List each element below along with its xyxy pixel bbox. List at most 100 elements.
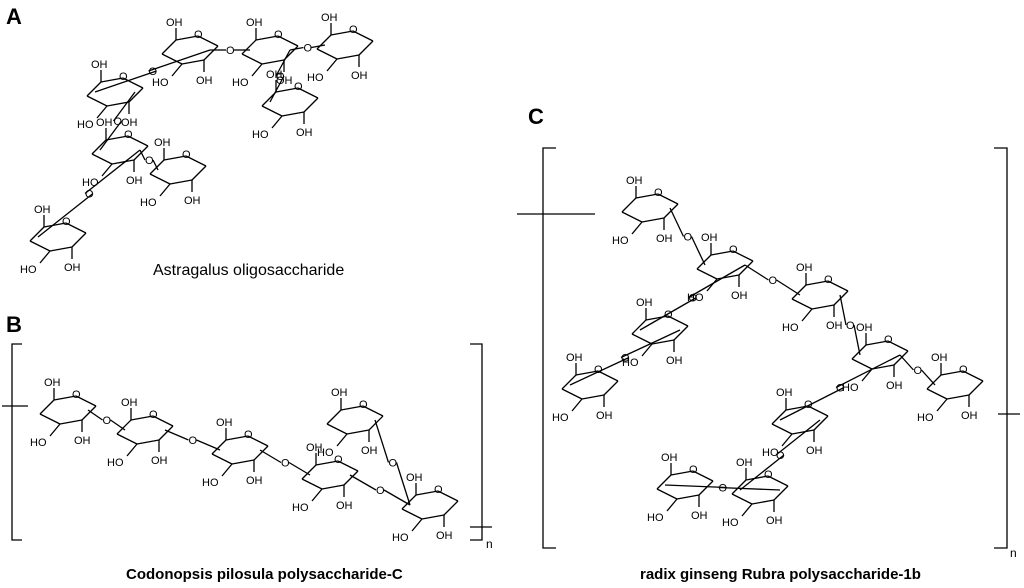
ring-bond-c5-2	[597, 370, 619, 382]
hydroxyl-a6-3: HO	[82, 177, 99, 189]
sub-bond-a2-low	[251, 63, 263, 77]
ring-bond-a4-2	[122, 77, 144, 89]
glyco-oxygen-19: O	[776, 450, 785, 462]
glyco-oxygen-7: O	[103, 415, 112, 427]
glyco-bond-16-b	[853, 324, 861, 356]
glyco-oxygen-15: O	[621, 353, 630, 365]
ring-bond-a5-2	[297, 87, 319, 99]
glyco-bond-19-b	[739, 454, 785, 491]
ring-oxygen-b3: O	[244, 429, 253, 441]
hydroxyl-b4-3: HO	[317, 447, 334, 459]
glyco-bond-14-b	[639, 296, 697, 331]
hydroxyl-a2-2: OH	[276, 75, 293, 87]
hydroxyl-a3-2: OH	[351, 70, 368, 82]
hydroxyl-b3-2: OH	[246, 475, 263, 487]
ring-bond-b6-5	[401, 508, 423, 520]
ring-bond-c7-1	[940, 370, 964, 376]
panel-b-caption: Codonopsis pilosula polysaccharide-C	[126, 566, 403, 583]
ring-bond-c6-5	[851, 358, 873, 370]
ring-bond-c1-0	[621, 197, 637, 213]
ring-bond-c10-0	[656, 474, 672, 490]
glyco-bond-9-b	[288, 461, 311, 476]
ring-bond-c6-3	[893, 350, 909, 366]
ring-bond-a3-4	[336, 54, 360, 60]
ring-bond-b1-1	[53, 395, 77, 401]
ring-bond-c8-2	[807, 405, 829, 417]
ring-bond-a1-2	[197, 35, 219, 47]
ring-bond-a1-5	[161, 53, 183, 65]
glyco-bond-6-b	[37, 192, 94, 238]
ring-bond-b4-1	[340, 405, 364, 411]
panel-c-right-bracket	[994, 147, 1008, 549]
glyco-oxygen-6: O	[85, 189, 94, 201]
glyco-bond-1-b	[311, 44, 326, 49]
ring-bond-b3-1	[225, 435, 249, 441]
ring-bond-c3-2	[827, 280, 849, 292]
glyco-bond-11-a	[374, 419, 390, 463]
hydroxyl-b1-1: OH	[44, 377, 61, 389]
sub-bond-b3-low	[221, 463, 233, 477]
hydroxyl-c7-3: HO	[917, 412, 934, 424]
ring-bond-b5-1	[315, 460, 339, 466]
hydroxyl-b2-1: OH	[121, 397, 138, 409]
ring-bond-c6-1	[865, 340, 889, 346]
hydroxyl-b3-1: OH	[216, 417, 233, 429]
ring-bond-b6-3	[443, 500, 459, 516]
atom-labels: OOHOHHOOOHOHHOOOHOHHOOOHOHHOOOHOHHOOOHOH…	[20, 12, 978, 544]
ring-bond-a1-4	[181, 59, 205, 65]
glyco-bond-5-a	[139, 149, 146, 161]
ring-bond-b3-2	[247, 435, 269, 447]
panel-b-right-bracket	[470, 343, 483, 541]
ring-bond-b3-4	[231, 459, 255, 465]
hydroxyl-c9-3: HO	[722, 517, 739, 529]
ring-bond-a2-1	[255, 35, 279, 41]
ring-oxygen-c8: O	[804, 399, 813, 411]
sub-bond-a3-low	[326, 58, 338, 72]
glyco-oxygen-17: O	[914, 365, 923, 377]
ring-bond-b5-3	[343, 470, 359, 486]
glyco-oxygen-9: O	[281, 458, 290, 470]
glyco-bond-4-b	[99, 120, 123, 151]
hydroxyl-c4-2: OH	[666, 355, 683, 367]
ring-bond-a1-0	[161, 39, 177, 55]
hydroxyl-a7-2: OH	[184, 195, 201, 207]
ring-oxygen-b1: O	[72, 389, 81, 401]
hydroxyl-c9-1: OH	[736, 457, 753, 469]
glyco-bond-7-a	[87, 409, 103, 421]
hydroxyl-a7-1: OH	[154, 137, 171, 149]
hydroxyl-b5-3: HO	[292, 502, 309, 514]
hydroxyl-c5-2: OH	[596, 410, 613, 422]
glyco-oxygen-13: O	[769, 275, 778, 287]
ring-bond-b4-0	[326, 409, 342, 425]
ring-bond-c5-0	[561, 374, 577, 390]
ring-bond-c7-2	[962, 370, 984, 382]
ring-bond-c3-1	[805, 280, 829, 286]
ring-bond-a8-1	[43, 222, 67, 228]
glyco-bond-5-b	[152, 159, 159, 171]
glyco-bond-12-a	[669, 207, 685, 237]
ring-bond-b2-1	[130, 415, 154, 421]
glyco-bond-1-a	[289, 46, 304, 51]
glyco-bond-18-a	[835, 354, 901, 389]
ring-bond-a8-0	[29, 226, 45, 242]
hydroxyl-c2-2: OH	[731, 290, 748, 302]
glyco-bond-20-b	[664, 484, 727, 489]
ring-oxygen-c3: O	[824, 274, 833, 286]
ring-bond-c6-2	[887, 340, 909, 352]
hydroxyl-c2-3: HO	[687, 292, 704, 304]
hydroxyl-c3-3: HO	[782, 322, 799, 334]
ring-bond-c8-5	[771, 423, 793, 435]
glyco-bond-20-a	[718, 486, 781, 491]
ring-oxygen-c6: O	[884, 334, 893, 346]
ring-bond-c8-4	[791, 429, 815, 435]
panel-b-repeat-label: n	[486, 537, 493, 551]
ring-bond-b1-2	[75, 395, 97, 407]
hydroxyl-c5-3: HO	[552, 412, 569, 424]
ring-bond-a4-1	[100, 77, 124, 83]
glyco-bond-2-a	[275, 49, 291, 77]
ring-oxygen-c10: O	[689, 464, 698, 476]
ring-bond-a3-2	[352, 30, 374, 42]
glyco-bond-15-a	[620, 329, 681, 359]
glyco-bond-10-a	[349, 474, 377, 491]
